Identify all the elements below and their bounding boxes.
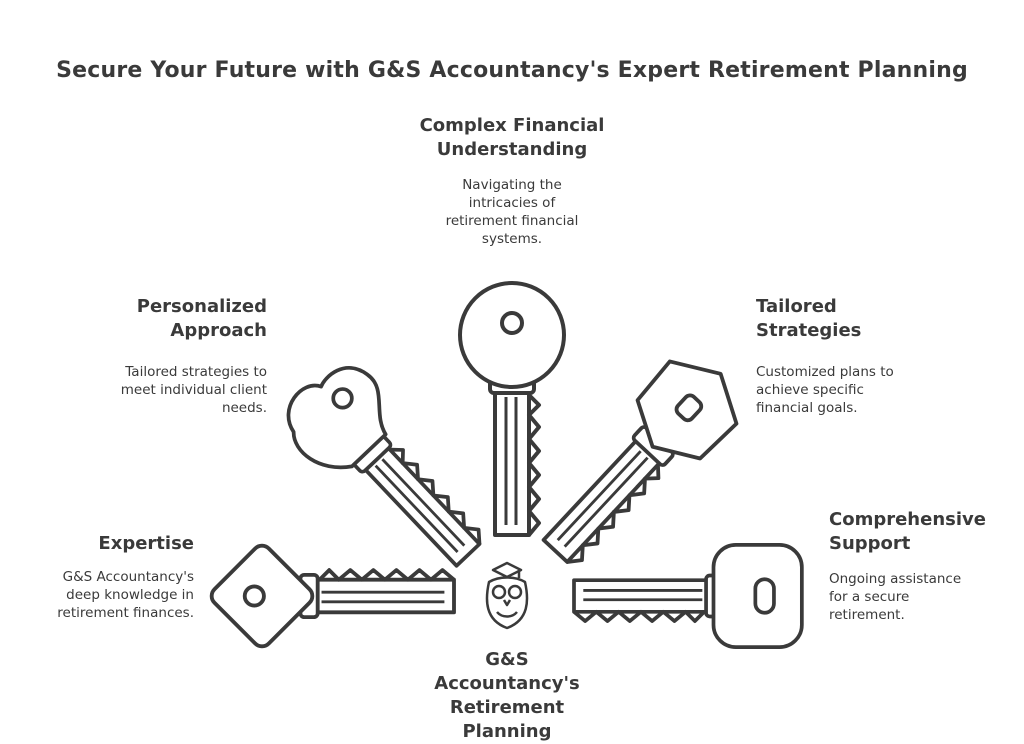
diagram-title: Secure Your Future with G&S Accountancy'… — [56, 58, 968, 83]
item-expertise: Expertise G&S Accountancy's deep knowled… — [40, 532, 194, 622]
item-comprehensive-support: Comprehensive Support Ongoing assistance… — [829, 508, 994, 624]
round-key-icon — [458, 281, 566, 537]
hexagon-key-icon — [538, 359, 739, 571]
item-description: Tailored strategies to meet individual c… — [120, 364, 267, 416]
item-heading: Tailored Strategies — [756, 296, 862, 341]
diamond-key-icon — [209, 543, 456, 649]
center-label-block: G&S Accountancy's Retirement Planning — [422, 648, 592, 744]
item-personalized-approach: Personalized Approach Tailored strategie… — [97, 295, 267, 417]
item-description: Navigating the intricacies of retirement… — [445, 177, 579, 247]
item-heading: Personalized Approach — [136, 296, 267, 341]
item-heading: Expertise — [98, 533, 194, 554]
cloud-key-icon — [286, 366, 489, 571]
item-complex-financial-understanding: Complex Financial Understanding Navigati… — [412, 114, 612, 248]
owl-graduate-icon — [485, 561, 529, 630]
item-description: G&S Accountancy's deep knowledge in reti… — [57, 569, 194, 621]
item-description: Customized plans to achieve specific fin… — [756, 364, 894, 416]
item-description: Ongoing assistance for a secure retireme… — [829, 571, 962, 623]
item-heading: Complex Financial Understanding — [419, 115, 605, 160]
item-heading: Comprehensive Support — [829, 509, 986, 554]
item-tailored-strategies: Tailored Strategies Customized plans to … — [756, 295, 916, 417]
rectangle-key-icon — [572, 542, 804, 650]
center-label: G&S Accountancy's Retirement Planning — [434, 649, 580, 742]
